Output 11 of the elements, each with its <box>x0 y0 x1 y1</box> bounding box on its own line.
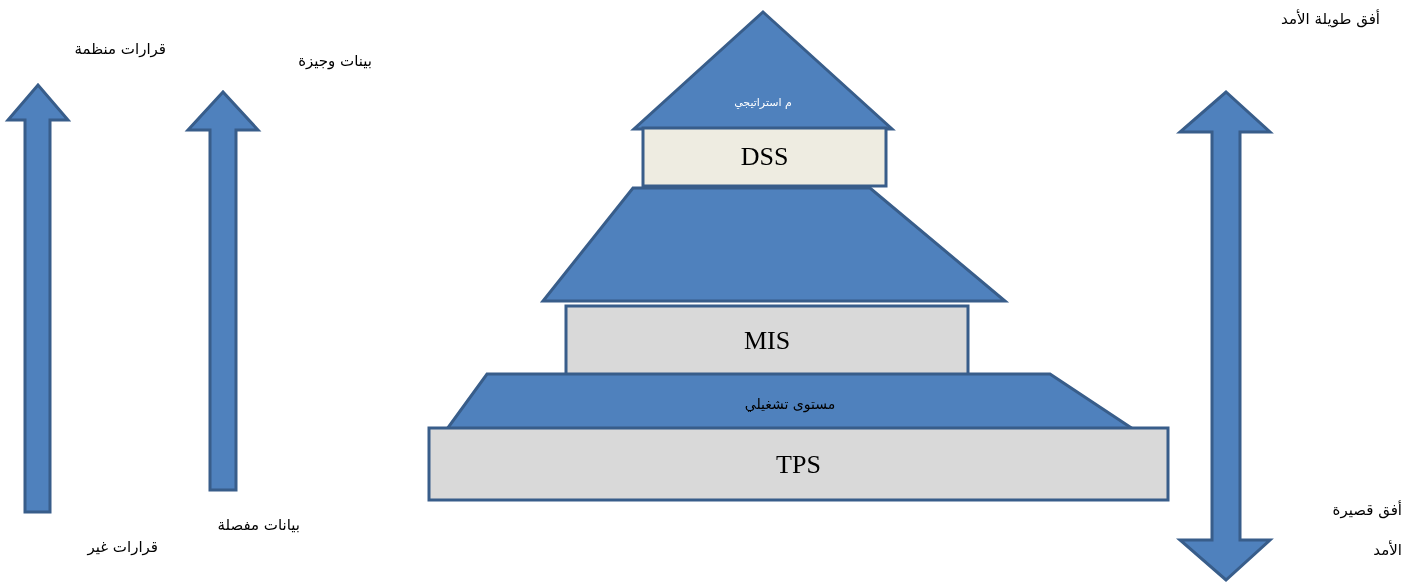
level-label: MIS <box>742 326 792 356</box>
level-label: DSS <box>739 142 790 172</box>
level-label: م استراتيجي <box>733 96 793 109</box>
level-label: مستوى تشغيلي <box>743 396 837 412</box>
text-label: أفق قصيرة الأمد <box>1331 499 1402 561</box>
level-label: TPS <box>775 450 822 480</box>
text-label: أفق طويلة الأمد <box>1281 8 1380 30</box>
text-label: قرارات منظمة <box>74 39 166 60</box>
text-label: قرارات غير <box>87 537 158 558</box>
text-label: بيانات مفصلة <box>217 515 300 536</box>
text-label: بينات وجيزة <box>298 51 372 72</box>
